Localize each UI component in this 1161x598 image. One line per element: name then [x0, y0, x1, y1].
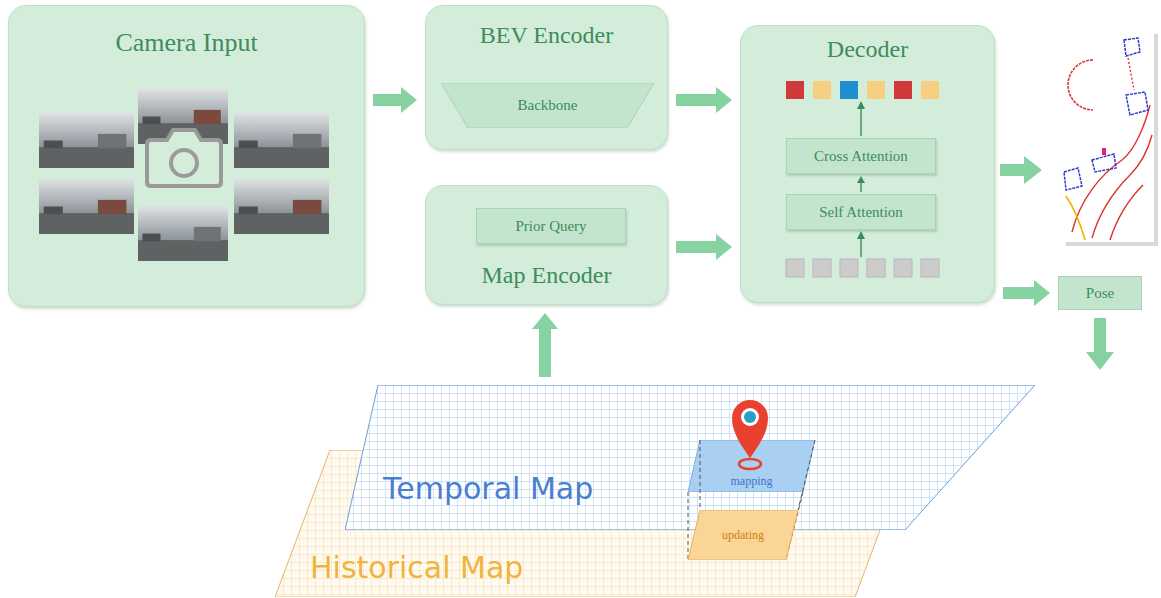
node-label: Pose	[1086, 285, 1114, 302]
camera-icon	[147, 130, 221, 186]
query-token	[921, 81, 939, 99]
input-token	[840, 259, 858, 277]
input-token	[786, 259, 804, 277]
map-cell: updating	[688, 510, 798, 560]
input-panel: Camera Input	[8, 5, 365, 307]
flow-arrow	[1003, 280, 1050, 306]
input-token	[894, 259, 912, 277]
node-label: updating	[722, 528, 764, 543]
map-layer: Temporal Map mapping	[345, 385, 1035, 530]
node-label: Cross Attention	[814, 148, 908, 165]
camera-image	[234, 113, 329, 168]
flow-arrow	[676, 234, 732, 260]
node-label: Historical Map	[310, 550, 523, 585]
output-arrow	[1000, 156, 1042, 184]
query-token	[786, 81, 804, 99]
outline	[345, 385, 1035, 530]
map-cell: mapping	[688, 440, 815, 492]
encoder-panel: Map Encoder Prior Query	[425, 185, 668, 305]
process-box: Prior Query	[476, 208, 626, 244]
process-box: Cross Attention	[786, 138, 936, 174]
node-label: Camera Input	[9, 28, 364, 58]
flow-arrow	[532, 313, 558, 377]
node-label: Temporal Map	[383, 471, 593, 506]
flow-arrow	[676, 87, 732, 113]
node-label: BEV Encoder	[426, 22, 667, 49]
query-token	[840, 81, 858, 99]
flow-arrow	[373, 87, 417, 113]
query-token	[867, 81, 885, 99]
output-box: Pose	[1058, 276, 1142, 310]
node-label: Self Attention	[819, 204, 903, 221]
camera-image	[39, 179, 134, 234]
input-token	[813, 259, 831, 277]
camera-image	[234, 179, 329, 234]
encoder-panel: BEV EncoderBackbone	[425, 5, 668, 150]
backbone-trapezoid: Backbone	[441, 83, 654, 128]
process-box: Self Attention	[786, 194, 936, 230]
pose-down-arrow	[1086, 318, 1114, 370]
decoder-panel: DecoderCross AttentionSelf Attention	[740, 25, 995, 303]
input-token	[921, 259, 939, 277]
node-label: mapping	[731, 474, 773, 489]
node-label: Decoder	[741, 36, 994, 63]
node-label: Prior Query	[515, 218, 586, 235]
input-token	[867, 259, 885, 277]
node-label: Map Encoder	[426, 262, 667, 289]
camera-image	[138, 206, 228, 261]
node-label: Backbone	[518, 97, 578, 114]
camera-image	[39, 113, 134, 168]
query-token	[894, 81, 912, 99]
query-token	[813, 81, 831, 99]
output-map	[1062, 30, 1158, 246]
